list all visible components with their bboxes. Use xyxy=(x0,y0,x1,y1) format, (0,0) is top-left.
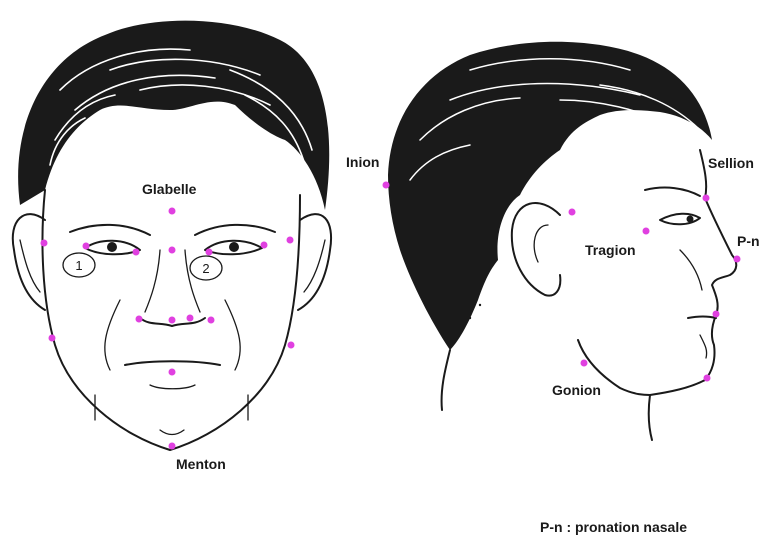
marker-1: 1 xyxy=(63,253,95,277)
profile-eyebrow xyxy=(645,188,700,196)
front-mouth xyxy=(125,361,220,365)
front-right-ear xyxy=(298,214,331,310)
label-sellion: Sellion xyxy=(708,155,754,171)
front-face-drawing xyxy=(13,21,331,450)
label-menton: Menton xyxy=(176,456,226,472)
profile-mouth xyxy=(688,317,716,319)
front-left-eyebrow xyxy=(70,225,150,235)
marker-2-label: 2 xyxy=(202,261,209,276)
legend-pn-definition: P-n : pronation nasale xyxy=(540,519,687,535)
profile-neck xyxy=(442,350,652,440)
profile-face-drawing xyxy=(388,42,736,440)
label-pn: P-n xyxy=(737,233,760,249)
label-inion: Inion xyxy=(346,154,379,170)
profile-eye xyxy=(660,214,700,225)
profile-hair xyxy=(388,42,712,350)
front-left-ear xyxy=(13,214,45,310)
label-gonion: Gonion xyxy=(552,382,601,398)
front-right-eyebrow xyxy=(195,225,275,235)
marker-2: 2 xyxy=(190,256,222,280)
label-tragion: Tragion xyxy=(585,242,636,258)
profile-ear xyxy=(512,203,561,296)
front-landmark-dots xyxy=(41,208,295,450)
front-nose xyxy=(145,250,200,312)
marker-1-label: 1 xyxy=(75,258,82,273)
label-glabelle: Glabelle xyxy=(142,181,197,197)
